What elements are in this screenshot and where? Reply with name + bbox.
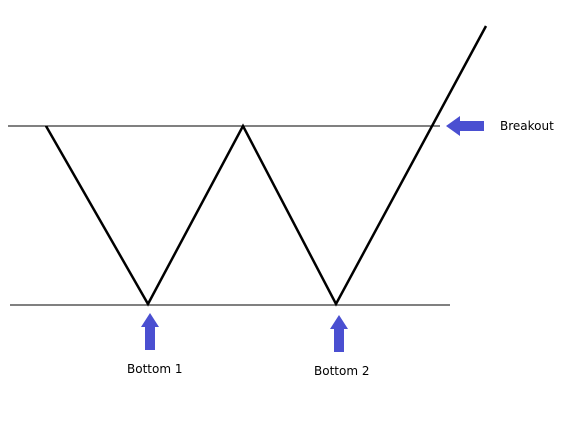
breakout-label: Breakout: [500, 119, 554, 133]
price-path: [44, 25, 488, 307]
bottom-2-arrow-icon: [330, 315, 348, 352]
breakout-arrow-icon: [446, 116, 484, 136]
bottom-2-label: Bottom 2: [314, 364, 370, 378]
bottom-1-arrow-icon: [141, 313, 159, 350]
bottom-1-label: Bottom 1: [127, 362, 183, 376]
